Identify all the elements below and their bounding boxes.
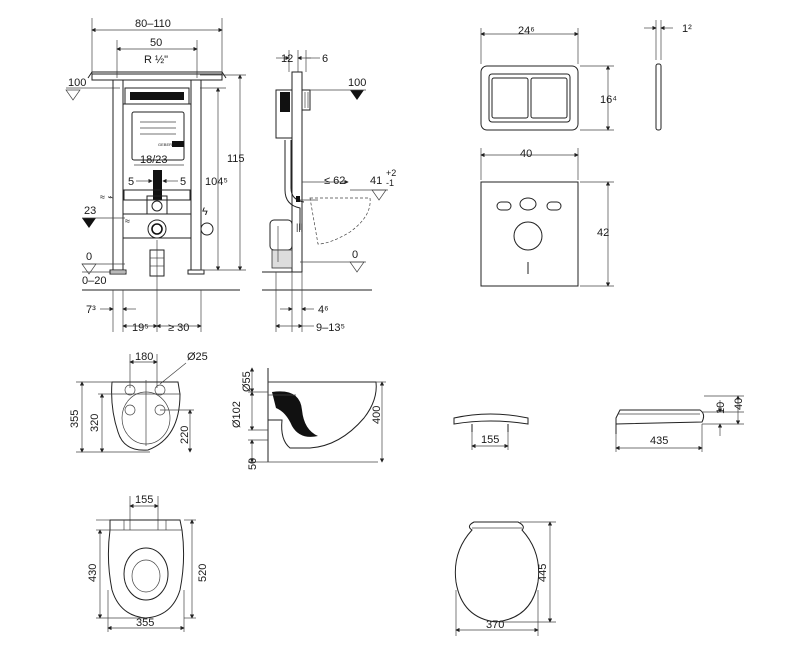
bowl-front-height-total: 355 <box>69 410 81 428</box>
connection-pair-label: 18/23 <box>140 154 168 166</box>
bowl-top-hinge-label: 155 <box>135 494 153 506</box>
seat-top-length: 445 <box>537 564 549 582</box>
bowl-front-height-inner: 320 <box>89 414 101 432</box>
bowl-top-width: 355 <box>136 617 154 629</box>
bowl-side-inlet-dia: Ø55 <box>241 371 253 392</box>
bowl-top-height-inner: 430 <box>87 564 99 582</box>
bowl-top-height-total: 520 <box>197 564 209 582</box>
bowl-side-depth: 400 <box>371 406 383 424</box>
frame-width-range-label: 80–110 <box>135 18 171 30</box>
brand-label: GEBERIT <box>158 142 176 147</box>
svg-text:|||: ||| <box>296 222 303 232</box>
plate-thickness-label: 1² <box>682 23 692 35</box>
bowl-front-height-lower: 220 <box>179 426 191 444</box>
side-level-floor-label: 0 <box>352 249 358 261</box>
seat-height-2-label: 40 <box>733 398 745 410</box>
bowl-height-tol-minus: -1 <box>386 178 394 188</box>
thread-label: R ½" <box>144 54 168 66</box>
mat-width-label: 40 <box>520 148 532 160</box>
height-total-label: 115 <box>227 153 245 165</box>
seat-height-1-label: 10 <box>715 402 727 414</box>
bottom-dim-1-label: 19⁵ <box>132 322 149 334</box>
bowl-front-view: 180 Ø25 355 320 220 <box>69 351 208 453</box>
level-top-label: 100 <box>68 77 86 89</box>
seat-front-view: 155 <box>453 413 529 450</box>
bowl-hole-dia-label: Ø25 <box>187 351 208 363</box>
plate-height-label: 16⁴ <box>600 94 617 106</box>
height-inner-label: 104⁵ <box>205 176 228 188</box>
seat-profile: 435 10 40 <box>615 395 745 452</box>
sound-insulation-mat: 40 42 <box>480 148 614 287</box>
mat-height-label: 42 <box>597 227 609 239</box>
seat-top-view: 445 370 <box>454 521 556 636</box>
svg-text:ϟ: ϟ <box>202 206 208 218</box>
bowl-height-label: 41 <box>370 175 382 187</box>
side-depth-2-label: 6 <box>322 53 328 65</box>
floor-range-label: 0–20 <box>82 275 106 287</box>
seat-hinge-width-label: 155 <box>481 434 499 446</box>
bowl-side-outlet-dia: Ø102 <box>231 401 243 428</box>
bowl-side-bottom-offset: 50 <box>247 458 259 470</box>
seat-length-label: 435 <box>650 435 668 447</box>
frame-inner-width-label: 50 <box>150 37 162 49</box>
projection-label: ≤ 62 <box>324 175 345 187</box>
frame-side-view: 12 6 100 ||| ≤ 62 41 +2 -1 0 <box>262 50 396 334</box>
side-bottom-1-label: 4⁶ <box>318 304 329 316</box>
side-dim-label: 7³ <box>86 304 96 316</box>
side-depth-1-label: 12 <box>281 53 293 65</box>
frame-front-view: 80–110 50 R ½" 100 GEBERIT 18/23 5 5 <box>65 18 246 334</box>
bowl-hole-width-label: 180 <box>135 351 153 363</box>
flush-plate: 24⁶ 16⁴ 1² <box>480 20 692 131</box>
bottom-dim-2-label: ≥ 30 <box>168 322 189 334</box>
seat-top-width: 370 <box>486 619 504 631</box>
plate-width-label: 24⁶ <box>518 25 535 37</box>
level-drain-label: 23 <box>84 205 96 217</box>
svg-text:≈ ⌁: ≈ ⌁ <box>100 192 113 202</box>
offset-right-label: 5 <box>180 176 186 188</box>
level-floor-label: 0 <box>86 251 92 263</box>
bowl-top-view: 155 430 520 355 <box>87 494 209 632</box>
offset-left-label: 5 <box>128 176 134 188</box>
side-bottom-2-label: 9–13⁵ <box>316 322 345 334</box>
side-level-top-label: 100 <box>348 77 366 89</box>
bowl-height-tol-plus: +2 <box>386 168 396 178</box>
svg-text:≈: ≈ <box>125 216 130 226</box>
bowl-side-view: Ø55 Ø102 50 400 <box>231 367 386 470</box>
